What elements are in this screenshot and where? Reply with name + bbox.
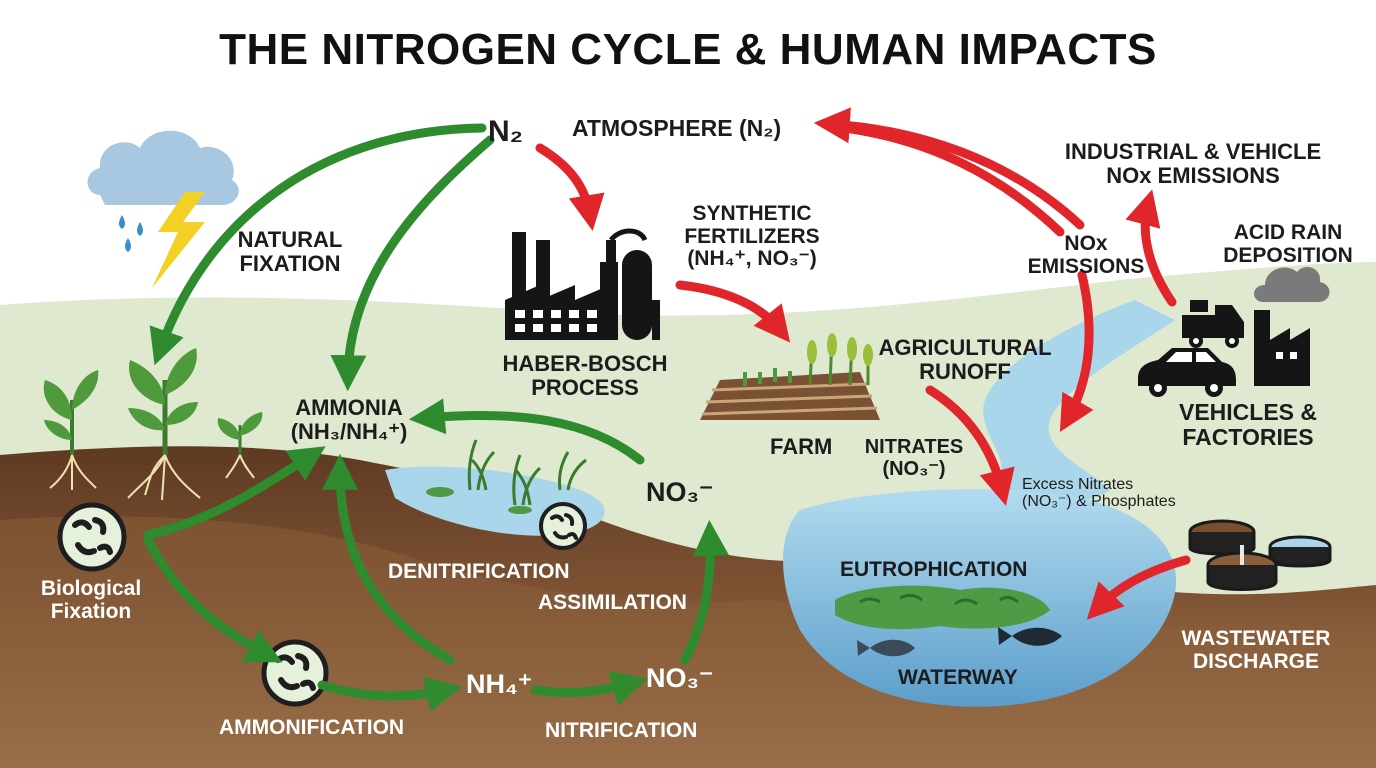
excess-line1: Excess Nitrates (1022, 476, 1134, 493)
plant-icon (43, 370, 99, 490)
natural-line2: FIXATION (239, 250, 341, 276)
factory-icon (505, 228, 660, 340)
natural-line1: NATURAL (237, 227, 343, 252)
synthetic-line3: (NH₄⁺, NO₃⁻) (687, 247, 817, 271)
no3-lower-label: NO₃⁻ (646, 663, 714, 693)
arrow-nox-to-water (1059, 270, 1094, 433)
algae-bloom (835, 585, 1050, 630)
industrial-emissions-label: INDUSTRIAL & VEHICLE NOx EMISSIONS (1062, 140, 1324, 188)
no3-upper-label: NO₃⁻ (646, 477, 714, 507)
arrow-ammonification-to-nh4 (317, 676, 462, 712)
fish-icon (857, 639, 915, 657)
arrow-n2-to-plants (149, 123, 487, 366)
bacteria-icon (57, 502, 127, 572)
haber-line2: PROCESS (531, 374, 639, 400)
plant-icon (127, 348, 201, 501)
biological-fixation-label: Biological Fixation (28, 577, 154, 623)
natural-fixation-label: NATURAL FIXATION (222, 228, 358, 276)
excess-nitrates-label: Excess Nitrates (NO₃⁻) & Phosphates (1022, 476, 1212, 511)
synthetic-fertilizers-label: SYNTHETIC FERTILIZERS (NH₄⁺, NO₃⁻) (672, 202, 832, 271)
nox-line1: NOx (1064, 232, 1108, 255)
bio-line1: Biological (40, 577, 142, 600)
bacteria-icon (261, 639, 329, 707)
smoke-factory-icon (1254, 267, 1330, 386)
synthetic-line1: SYNTHETIC (692, 202, 812, 225)
farm-label: FARM (770, 434, 833, 459)
arrow-nox-to-atmosphere-b (840, 123, 1065, 237)
arrow-no3-to-ammonia (408, 398, 645, 465)
acid-rain-label: ACID RAIN DEPOSITION (1222, 221, 1354, 267)
excess-line2: (NO₃⁻) & Phosphates (1022, 493, 1176, 511)
n2-label: N₂ (488, 115, 523, 148)
arrow-n2-to-factory (535, 143, 605, 231)
vehicles-factories-label: VEHICLES & FACTORIES (1166, 400, 1330, 450)
ammonification-label: AMMONIFICATION (219, 716, 405, 739)
arrow-no3-up (680, 519, 729, 665)
truck-icon (1182, 300, 1244, 348)
arrow-factory-to-farm (675, 280, 791, 343)
synthetic-line2: FERTILIZERS (684, 224, 820, 248)
storm-cloud-icon (87, 130, 239, 288)
ammonia-line2: (NH₃/NH₄⁺) (290, 418, 408, 444)
industrial-line1: INDUSTRIAL & VEHICLE (1064, 139, 1322, 164)
soil-layer (0, 516, 1376, 768)
arrow-bio-to-ammonia (143, 446, 326, 540)
nitrates-line1: NITRATES (864, 436, 964, 458)
denitrification-label: DENITRIFICATION (388, 560, 570, 583)
assimilation-label: ASSIMILATION (538, 591, 687, 614)
nox-line2: EMISSIONS (1027, 254, 1145, 278)
eutrophication-label: EUTROPHICATION (840, 558, 1028, 581)
industrial-line2: NOx EMISSIONS (1106, 162, 1280, 188)
natural-cycle-arrows (143, 123, 729, 712)
wastewater-line1: WASTEWATER (1181, 627, 1331, 650)
fish-icon (998, 627, 1062, 646)
haber-line1: HABER-BOSCH (502, 351, 668, 376)
bio-line2: Fixation (50, 599, 132, 623)
arrow-vehicles-to-emissions (1125, 189, 1177, 307)
arrow-nh4-to-no3 (530, 671, 648, 706)
ammonia-line1: AMMONIA (295, 395, 403, 420)
reeds-icon (467, 439, 587, 506)
agri-line1: AGRICULTURAL (878, 335, 1052, 360)
nitrification-label: NITRIFICATION (545, 719, 698, 742)
car-icon (1138, 348, 1236, 397)
arrow-n2-to-ammonia (330, 135, 495, 392)
agri-line2: RUNOFF (919, 358, 1011, 384)
arrow-emissions-to-atmosphere (813, 107, 1085, 230)
page-title: THE NITROGEN CYCLE & HUMAN IMPACTS (219, 25, 1157, 74)
arrow-nh4-to-ammonia (322, 453, 455, 665)
acid-line2: DEPOSITION (1223, 243, 1353, 267)
arrow-wastewater-to-lake (1086, 555, 1191, 620)
haber-bosch-label: HABER-BOSCH PROCESS (492, 352, 678, 400)
nox-emissions-label: NOx EMISSIONS (1018, 232, 1154, 278)
nitrates-label: NITRATES (NO₃⁻) (858, 436, 970, 480)
arrow-bio-to-ammonification (143, 535, 283, 663)
wastewater-tank-icon (1188, 519, 1332, 591)
plant-icon (217, 412, 263, 479)
vehicles-line2: FACTORIES (1182, 423, 1314, 450)
nh4-label: NH₄⁺ (466, 669, 533, 699)
atmosphere-label: ATMOSPHERE (N₂) (572, 115, 782, 141)
vehicles-line1: VEHICLES & (1178, 399, 1318, 425)
nitrates-line2: (NO₃⁻) (882, 457, 946, 480)
river (983, 300, 1175, 504)
waterway-label: WATERWAY (898, 666, 1018, 689)
human-impact-arrows (535, 107, 1191, 620)
agricultural-runoff-label: AGRICULTURAL RUNOFF (872, 336, 1058, 384)
wastewater-discharge-label: WASTEWATER DISCHARGE (1172, 627, 1340, 673)
arrow-runoff-to-lake (925, 385, 1015, 506)
ammonia-label: AMMONIA (NH₃/NH₄⁺) (280, 396, 418, 444)
farm-crop-icon (700, 333, 880, 420)
bacteria-icon (539, 502, 587, 550)
wastewater-line2: DISCHARGE (1192, 649, 1319, 673)
acid-line1: ACID RAIN (1233, 221, 1343, 244)
